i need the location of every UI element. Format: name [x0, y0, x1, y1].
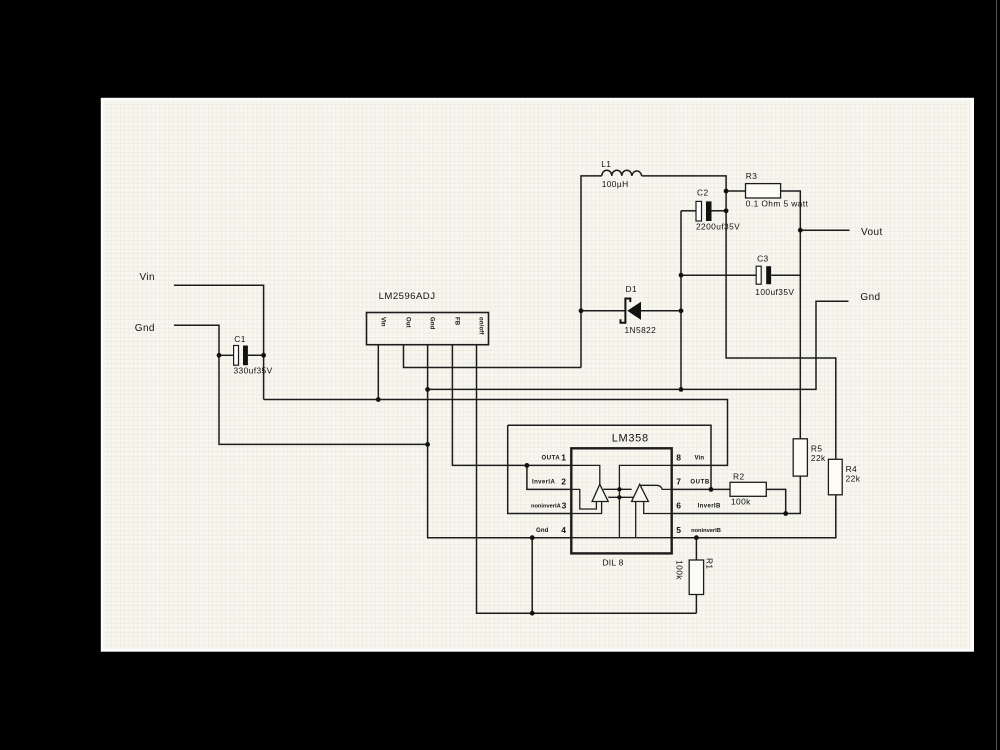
svg-text:1: 1: [561, 453, 566, 463]
svg-text:LM358: LM358: [612, 433, 649, 445]
svg-text:R1: R1: [704, 558, 714, 570]
svg-text:Gnd: Gnd: [860, 292, 880, 303]
svg-text:on/off: on/off: [478, 317, 484, 335]
svg-text:Gnd: Gnd: [536, 528, 549, 534]
svg-text:R3: R3: [746, 171, 758, 181]
svg-text:22k: 22k: [846, 474, 861, 484]
svg-text:4: 4: [561, 525, 566, 535]
svg-text:100µH: 100µH: [602, 179, 629, 189]
svg-text:330uf35V: 330uf35V: [234, 366, 273, 376]
svg-text:8: 8: [676, 453, 681, 463]
svg-text:FB: FB: [454, 317, 460, 326]
svg-text:22k: 22k: [811, 453, 826, 463]
svg-text:100uf35V: 100uf35V: [755, 287, 794, 297]
svg-text:R5: R5: [811, 443, 823, 453]
svg-text:3: 3: [562, 501, 567, 511]
svg-text:noninverIB: noninverIB: [691, 528, 721, 534]
svg-text:C2: C2: [697, 188, 709, 198]
svg-text:Vout: Vout: [861, 227, 883, 238]
svg-text:100k: 100k: [675, 560, 685, 580]
svg-text:L1: L1: [601, 159, 611, 169]
svg-text:D1: D1: [626, 284, 638, 294]
svg-text:100k: 100k: [731, 496, 751, 506]
svg-text:OUTA: OUTA: [542, 456, 561, 462]
svg-text:2: 2: [561, 477, 566, 487]
svg-text:0.1 Ohm 5 watt: 0.1 Ohm 5 watt: [746, 198, 809, 208]
svg-text:InverIB: InverIB: [698, 504, 721, 510]
svg-text:Gnd: Gnd: [135, 323, 155, 334]
svg-text:OUTB: OUTB: [690, 480, 709, 486]
svg-text:Vin: Vin: [380, 317, 386, 327]
svg-text:LM2596ADJ: LM2596ADJ: [379, 291, 436, 302]
svg-text:C1: C1: [234, 334, 246, 344]
svg-text:noninverIA: noninverIA: [531, 504, 561, 510]
svg-text:Gnd: Gnd: [429, 317, 435, 330]
svg-text:7: 7: [676, 477, 681, 487]
svg-text:Vin: Vin: [695, 455, 705, 461]
svg-text:2200uf35V: 2200uf35V: [696, 222, 740, 232]
svg-text:1N5822: 1N5822: [625, 325, 657, 335]
svg-text:InverIA: InverIA: [532, 480, 555, 486]
svg-text:DIL 8: DIL 8: [602, 558, 623, 568]
svg-text:Out: Out: [405, 317, 411, 328]
svg-text:C3: C3: [757, 254, 769, 264]
svg-text:5: 5: [676, 525, 681, 535]
svg-text:6: 6: [676, 501, 681, 511]
svg-text:R4: R4: [846, 464, 858, 474]
svg-text:R2: R2: [733, 472, 745, 482]
svg-text:Vin: Vin: [140, 272, 155, 283]
